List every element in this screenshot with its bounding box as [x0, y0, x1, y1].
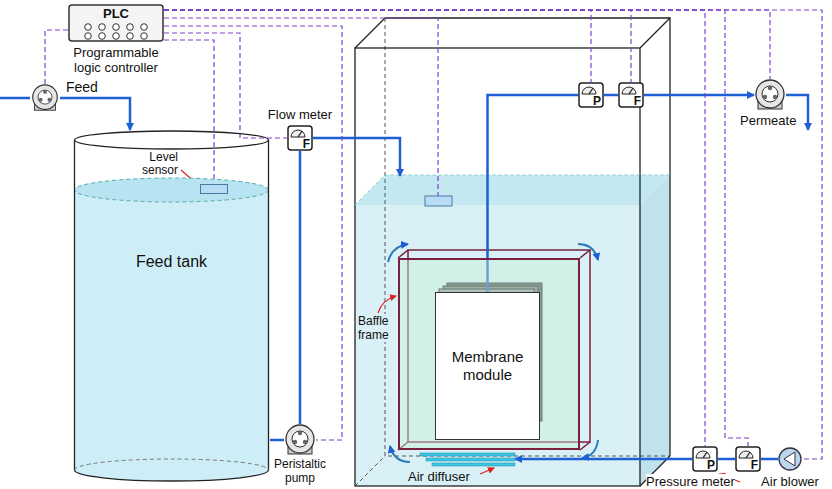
flow-meter: F [618, 82, 644, 108]
node-label: F [303, 138, 310, 150]
node-label: Membrane module [436, 293, 539, 439]
baffle-back [388, 244, 598, 462]
node-label: F [634, 95, 641, 107]
peristaltic-pump-icon [284, 424, 316, 456]
node-label: Peristaltic pump [260, 457, 340, 485]
pipe [644, 94, 754, 97]
flow-meter: FFlow meter [287, 125, 313, 151]
node-label: F [751, 459, 758, 471]
level-sensor-icon [200, 184, 228, 194]
pipe [60, 98, 130, 130]
feed-tank: Feed tank Level sensor [73, 130, 270, 482]
reactor-tank [355, 18, 670, 486]
peristaltic-pump: Peristaltic pump [284, 424, 316, 456]
pressure-meter: P [578, 82, 604, 108]
signal-wire [164, 10, 631, 82]
membrane-module: Membrane module [435, 292, 540, 440]
level-sensor [425, 196, 452, 206]
air-blower-icon [778, 447, 802, 471]
node-caption: Programmable logic controller [61, 45, 171, 75]
level-sensor: Level sensor [200, 184, 228, 194]
feed-tank-icon [73, 130, 270, 482]
flow-meter: F [735, 446, 761, 472]
pipes [0, 95, 808, 176]
signal-wire [164, 10, 770, 79]
pipe [761, 458, 778, 461]
node-label: PLC [68, 7, 164, 21]
node-caption: Pressure meter [646, 474, 735, 489]
pipe [718, 458, 735, 461]
air-blower: Air blower [778, 447, 802, 471]
air-diffuser: Air diffuser [420, 451, 515, 467]
permeate-pump: Permeate [754, 79, 786, 111]
node-label: P [707, 459, 715, 471]
feed-pump-icon [30, 84, 60, 112]
node-label: P [593, 95, 601, 107]
controller-box: PLCProgrammable logic controller [68, 4, 164, 42]
baffle-frame: Baffle frameMembrane module [398, 258, 580, 450]
node-label: Air diffuser [408, 469, 470, 484]
pressure-meter: PPressure meter [692, 446, 718, 472]
node-label: Feed tank [73, 252, 270, 271]
signal-wire [164, 33, 287, 138]
pipe [604, 94, 618, 97]
node-label: Feed [66, 79, 98, 95]
pipe [270, 439, 284, 442]
signal-wire [45, 30, 68, 84]
feed-pump: Feed [30, 84, 60, 112]
node-caption: Flow meter [255, 107, 345, 122]
air-diffuser-icon [420, 451, 515, 467]
node-label: Air blower [757, 474, 823, 489]
node-label: Baffle frame [358, 314, 394, 342]
node-label: Level sensor [128, 151, 178, 177]
permeate-pump-icon [754, 79, 786, 111]
signal-wire [164, 10, 591, 82]
node-label: Permeate [740, 113, 796, 128]
pipe [299, 151, 302, 424]
pipe [515, 458, 692, 461]
